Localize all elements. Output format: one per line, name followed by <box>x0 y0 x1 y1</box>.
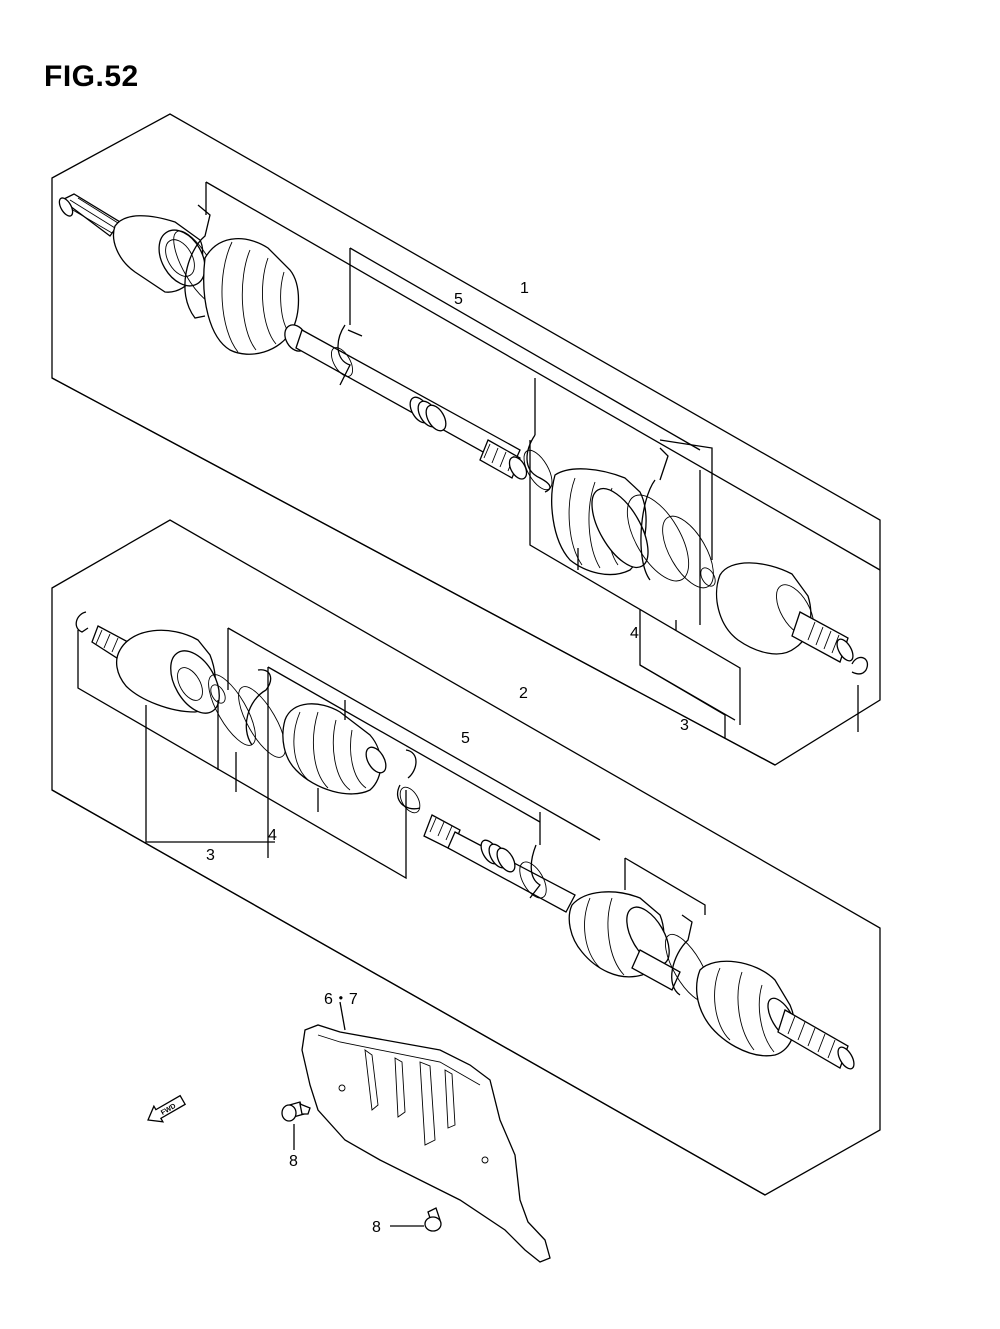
callout-part-4-lower: 4 <box>268 827 277 844</box>
upper-drive-shaft <box>58 193 869 675</box>
figure-title: FIG.52 <box>44 60 139 93</box>
bolt-lower <box>390 1207 442 1232</box>
callout-part-5-upper: 5 <box>454 291 463 308</box>
heat-shield-plate <box>301 1001 551 1263</box>
callout-part-5-lower: 5 <box>461 730 470 747</box>
forward-direction-icon: FWD <box>147 1094 187 1123</box>
callout-part-2: 2 <box>519 685 528 702</box>
callout-part-6-7: 6・7 <box>324 991 358 1008</box>
callout-part-4-upper: 4 <box>630 625 639 642</box>
bolt-upper <box>281 1101 311 1150</box>
lower-drive-shaft <box>75 611 855 1070</box>
callout-part-3-lower: 3 <box>206 847 215 864</box>
callout-part-8-lower: 8 <box>372 1219 381 1236</box>
callout-part-3-upper: 3 <box>680 717 689 734</box>
fwd-label: FWD <box>160 1103 177 1117</box>
callout-part-8-upper: 8 <box>289 1153 298 1170</box>
lower-leader-lines <box>51 627 766 1196</box>
callout-part-1: 1 <box>520 280 529 297</box>
upper-leader-lines <box>51 181 881 766</box>
